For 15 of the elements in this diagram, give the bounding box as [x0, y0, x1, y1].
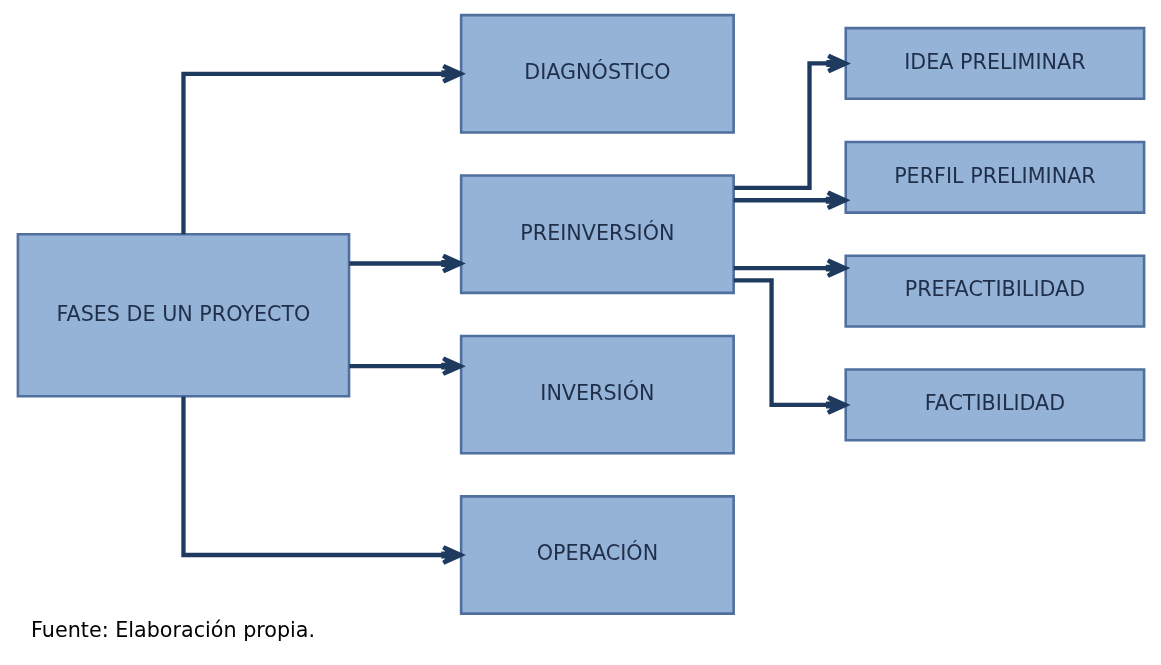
node-box: DIAGNÓSTICO: [459, 13, 735, 134]
arrow: [180, 63, 463, 235]
node-box: FASES DE UN PROYECTO: [16, 232, 350, 398]
node-box: OPERACIÓN: [459, 495, 735, 615]
node-box: INVERSIÓN: [459, 334, 735, 455]
node-box: PREFACTIBILIDAD: [843, 254, 1145, 328]
arrow: [180, 396, 463, 565]
node-box: PREINVERSIÓN: [459, 174, 735, 295]
node-box: IDEA PRELIMINAR: [843, 26, 1145, 101]
node-box: PERFIL PRELIMINAR: [843, 140, 1145, 214]
node-box: FACTIBILIDAD: [843, 368, 1145, 442]
arrow: [348, 356, 463, 377]
arrow: [348, 253, 463, 274]
arrow: [733, 53, 848, 191]
caption: Fuente: Elaboración propia.: [30, 618, 315, 643]
